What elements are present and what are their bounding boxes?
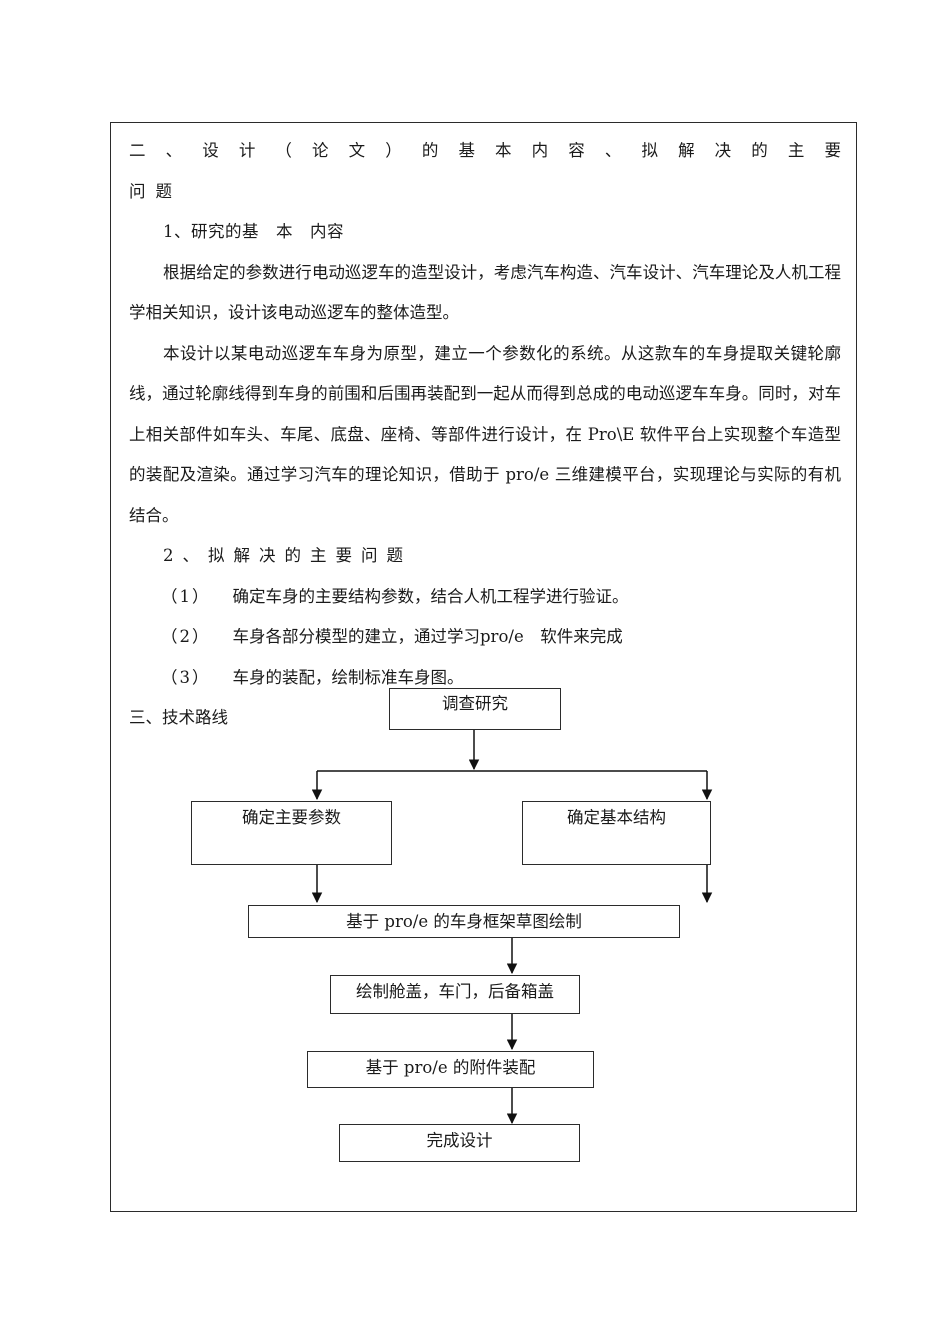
node-accessory-label: 基于 pro/e 的附件装配 (365, 1058, 536, 1077)
node-survey-label: 调查研究 (442, 694, 508, 713)
body-paragraph-1: 根据给定的参数进行电动巡逻车的造型设计，考虑汽车构造、汽车设计、汽车理论及人机工… (129, 262, 841, 323)
list-item-number: （2） (161, 627, 211, 646)
section-heading-line-2: 问题 (129, 181, 182, 201)
list-item: （1） 确定车身的主要结构参数，结合人机工程学进行验证。 (129, 577, 841, 618)
list-item-text: 车身各部分模型的建立，通过学习pro/e 软件来完成 (232, 627, 623, 646)
list-item-text: 确定车身的主要结构参数，结合人机工程学进行验证。 (232, 586, 629, 606)
section-heading-line-1: 二、设计（论文）的基本内容、拟解决的主要 (129, 141, 841, 160)
node-finish[interactable]: 完成设计 (339, 1124, 580, 1162)
node-panels-label: 绘制舱盖，车门，后备箱盖 (356, 982, 554, 1001)
node-body-frame-label: 基于 pro/e 的车身框架草图绘制 (346, 912, 582, 931)
body-paragraph-2: 本设计以某电动巡逻车车身为原型，建立一个参数化的系统。从这款车的车身提取关键轮廓… (129, 343, 841, 525)
node-survey[interactable]: 调查研究 (389, 688, 561, 730)
document-page-frame: 二、设计（论文）的基本内容、拟解决的主要 问题 1、研究的基 本 内容 根据给定… (110, 122, 857, 1212)
list-item: （2） 车身各部分模型的建立，通过学习pro/e 软件来完成 (129, 617, 841, 658)
subsection-heading-1: 1、研究的基 本 内容 (163, 222, 344, 241)
list-item-number: （1） (161, 586, 211, 606)
node-finish-label: 完成设计 (426, 1131, 493, 1150)
list-item: （3） 车身的装配，绘制标准车身图。 (129, 658, 841, 699)
subsection-heading-2: 2、拟解决的主要问题 (163, 546, 412, 565)
node-accessory[interactable]: 基于 pro/e 的附件装配 (307, 1051, 594, 1088)
section-heading-3: 三、技术路线 (129, 708, 228, 727)
node-panels[interactable]: 绘制舱盖，车门，后备箱盖 (330, 975, 580, 1014)
node-body-frame[interactable]: 基于 pro/e 的车身框架草图绘制 (248, 905, 680, 938)
node-basic-struct[interactable]: 确定基本结构 (522, 801, 711, 865)
list-item-number: （3） (161, 667, 211, 687)
document-text-body: 二、设计（论文）的基本内容、拟解决的主要 问题 1、研究的基 本 内容 根据给定… (129, 131, 841, 739)
node-basic-struct-label: 确定基本结构 (567, 808, 666, 827)
node-main-params[interactable]: 确定主要参数 (191, 801, 392, 865)
node-main-params-label: 确定主要参数 (242, 808, 341, 827)
list-item-text: 车身的装配，绘制标准车身图。 (232, 667, 464, 687)
